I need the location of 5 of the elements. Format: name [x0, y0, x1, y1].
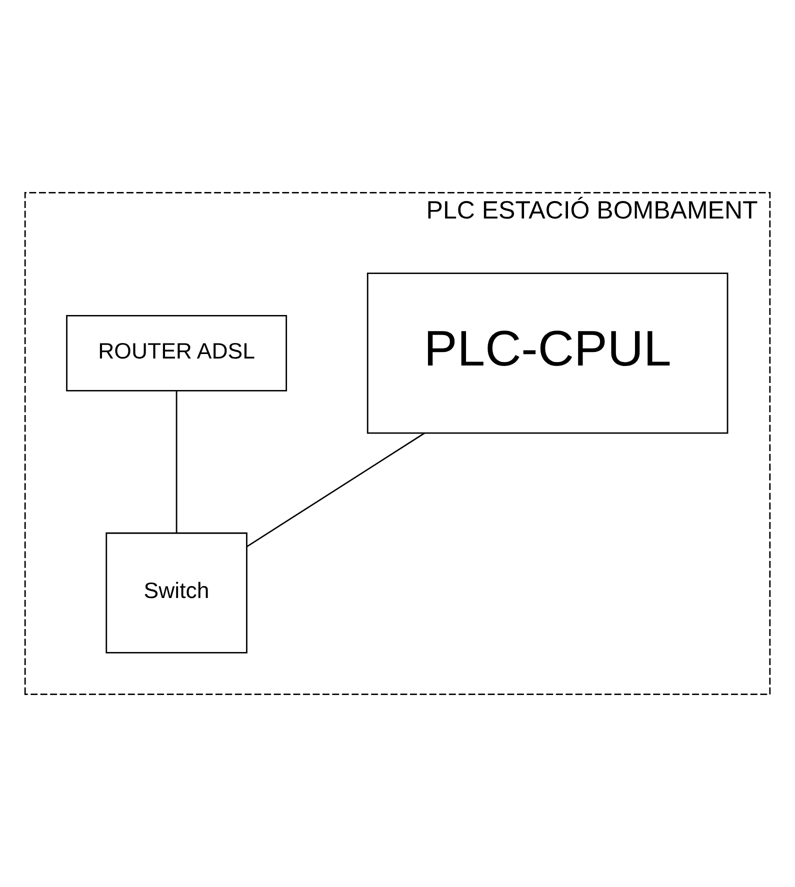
node-box: PLC-CPUL	[366, 272, 728, 434]
node-box: Switch	[106, 532, 248, 654]
connector	[246, 432, 425, 548]
node-box: ROUTER ADSL	[66, 314, 288, 392]
connector	[176, 391, 178, 533]
